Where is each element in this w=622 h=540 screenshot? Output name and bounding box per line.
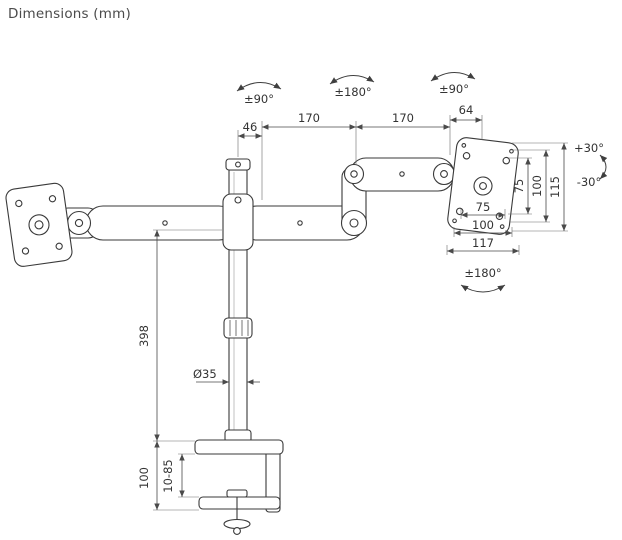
left-vesa-plate [5,182,73,267]
clamp-pad [226,489,248,498]
head-pivot [432,162,456,186]
tilt-up-label: +30° [574,141,604,155]
dim-clamp-range: 10-85 [161,459,175,492]
dim-vesa-h-100: 100 [472,218,494,232]
clamp-top-plate [194,439,284,455]
dim-clamp-100: 100 [137,467,151,489]
pole-joint [222,193,254,251]
left-arm [85,205,237,241]
dimension-annotations: 46 170 170 64 ±90° ±180° ±90° 75 10 [137,72,608,511]
right-vesa-plate [447,137,519,235]
left-plate-pivot [66,210,92,236]
tilt-down-label: -30° [577,175,602,189]
upper-arm-screw [399,171,405,177]
pole-joint-bolt [234,196,242,204]
page-title: Dimensions (mm) [8,6,131,22]
pole-collar [223,317,253,339]
dim-arm2-170: 170 [392,111,414,125]
dim-offset-46: 46 [243,120,258,134]
dim-plate-115: 115 [548,176,562,198]
dim-vesa-h-75: 75 [476,200,491,214]
dim-pole-398: 398 [137,325,151,347]
right-arm-screw [297,220,303,226]
rotation-plate-label: ±180° [464,266,501,280]
mid-pivot [340,163,368,237]
clamp-bottom-jaw [198,496,281,510]
dim-plate-117: 117 [472,236,494,250]
rotation-head-label: ±90° [439,82,469,96]
dim-head-64: 64 [459,103,474,117]
dim-pole-diameter: Ø35 [193,367,217,381]
rotation-pole-label: ±90° [244,92,274,106]
rotation-mid-label: ±180° [334,85,371,99]
desk-clamp [194,439,284,535]
dim-vesa-v-75: 75 [512,179,526,194]
left-arm-screw [162,220,168,226]
dim-arm1-170: 170 [298,111,320,125]
mount-assembly [5,137,519,535]
dim-vesa-v-100: 100 [530,175,544,197]
